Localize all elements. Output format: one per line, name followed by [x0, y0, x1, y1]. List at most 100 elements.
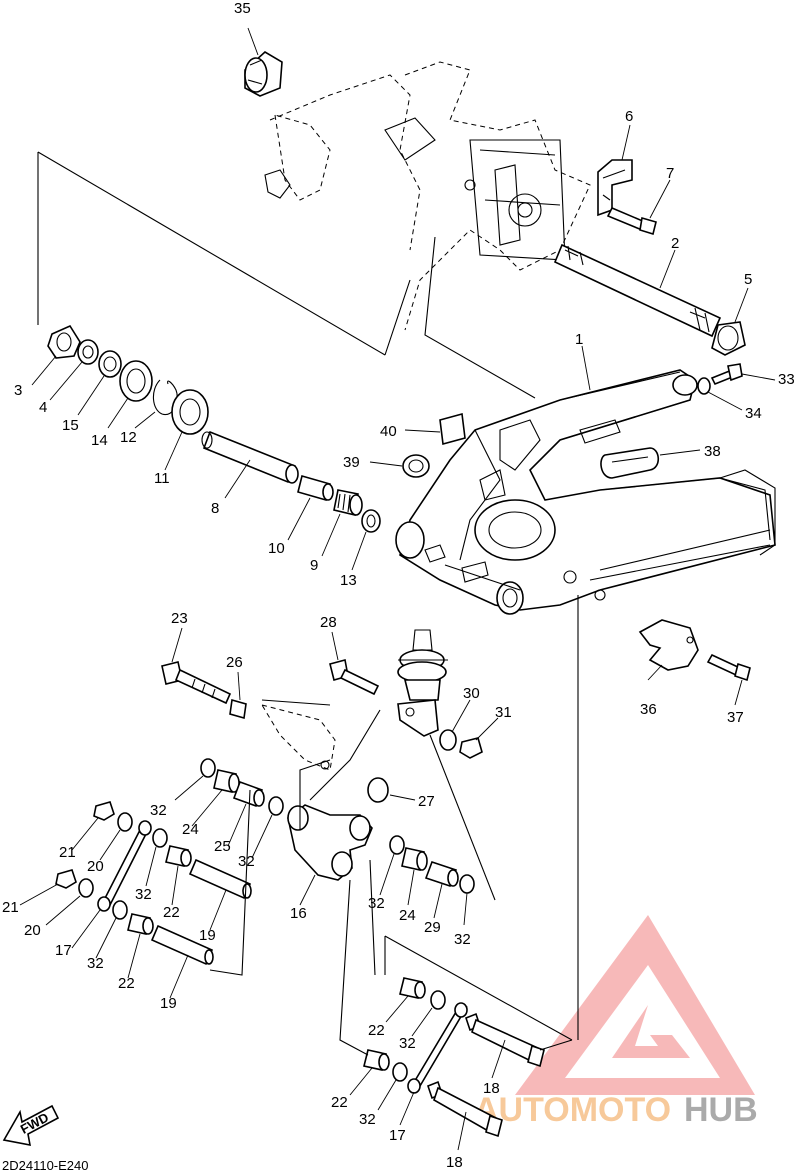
callout-19-a: 19: [199, 927, 216, 944]
callout-29: 29: [424, 919, 441, 936]
callout-8: 8: [211, 500, 219, 517]
callout-32-h: 32: [359, 1111, 376, 1128]
part-34-washer: [697, 377, 743, 411]
part-32-collar-h: [377, 1062, 408, 1111]
part-11-bearing: [164, 389, 209, 471]
assembly-lines: [37, 151, 579, 1056]
callout-32-c: 32: [135, 886, 152, 903]
part-5-nut: [711, 287, 749, 356]
part-39-seal: [369, 454, 430, 478]
callout-4: 4: [39, 399, 47, 416]
callout-23: 23: [171, 610, 188, 627]
part-35-cap: [244, 27, 283, 97]
part-32-collar-c: [145, 828, 168, 887]
part-22-bearing-d: [349, 1049, 390, 1096]
part-19-collar-a: [188, 858, 252, 931]
part-17-connecting-rod-b: [399, 1002, 468, 1126]
part-18-bolt-a: [465, 1012, 545, 1079]
callout-16: 16: [290, 905, 307, 922]
part-32-collar-g: [411, 990, 446, 1037]
callout-37: 37: [727, 709, 744, 726]
part-32-collar-e: [459, 874, 475, 926]
part-32-collar-b: [251, 796, 284, 859]
part-36-chain-guard: [638, 619, 699, 681]
callout-13: 13: [340, 572, 357, 589]
callout-11: 11: [154, 470, 170, 487]
part-31-nut: [459, 717, 499, 759]
part-37-bolt: [706, 653, 751, 706]
part-32-collar-d: [379, 835, 405, 896]
part-3-nut: [31, 324, 81, 386]
callout-22-d: 22: [331, 1094, 348, 1111]
watermark-triangle: [515, 915, 755, 1095]
callout-20-b: 20: [24, 922, 41, 939]
frame-bracket-dashed: [260, 704, 336, 771]
callout-18-a: 18: [483, 1080, 500, 1097]
callout-34: 34: [745, 405, 762, 422]
callout-17-b: 17: [389, 1127, 406, 1144]
part-16-relay-arm: [287, 804, 373, 906]
part-38-grommet: [600, 447, 701, 479]
part-22-bearing-c: [385, 977, 426, 1023]
callout-27: 27: [418, 793, 435, 810]
part-18-bolt-b: [427, 1080, 503, 1151]
part-15-collar: [77, 350, 122, 416]
callout-32-b: 32: [238, 853, 255, 870]
part-20-washer-b: [45, 878, 94, 926]
part-24-bearing-b: [401, 847, 428, 906]
callout-17-a: 17: [55, 942, 72, 959]
part-23-bolt: [161, 627, 232, 705]
callout-6: 6: [625, 108, 633, 125]
callout-2: 2: [671, 235, 679, 252]
callout-40: 40: [380, 423, 397, 440]
diagram-code: 2D24110-E240: [2, 1158, 89, 1173]
part-22-bearing-b: [127, 913, 154, 979]
callout-26: 26: [226, 654, 243, 671]
callout-18-b: 18: [446, 1154, 463, 1171]
part-25-collar: [227, 780, 265, 847]
callout-21-b: 21: [2, 899, 19, 916]
callout-7: 7: [666, 165, 674, 182]
part-4-washer: [49, 339, 99, 401]
frame-section: [264, 61, 591, 331]
part-13-collar: [351, 509, 381, 571]
callout-22-b: 22: [118, 975, 135, 992]
callout-1: 1: [575, 331, 583, 348]
callout-5: 5: [744, 271, 752, 288]
callout-36: 36: [640, 701, 657, 718]
callout-20-a: 20: [87, 858, 104, 875]
callout-32-g: 32: [399, 1035, 416, 1052]
callout-22-a: 22: [163, 904, 180, 921]
part-30-washer: [439, 699, 471, 751]
part-10-collar: [287, 475, 334, 541]
callout-22-c: 22: [368, 1022, 385, 1039]
callout-3: 3: [14, 382, 22, 399]
callout-10: 10: [268, 540, 285, 557]
part-1-swingarm: [395, 345, 776, 615]
callout-32-d: 32: [368, 895, 385, 912]
watermark-brand-left: AUTOMOTO: [474, 1091, 671, 1129]
part-6-bracket: [597, 124, 633, 217]
callout-32-a: 32: [150, 802, 167, 819]
callout-32-e: 32: [454, 931, 471, 948]
part-2-pivot-shaft: [553, 243, 722, 338]
part-24-bearing-a: [191, 769, 240, 827]
part-19-collar-b: [150, 924, 214, 999]
watermark-logo: AUTOMOTO HUB: [474, 915, 758, 1129]
shock-absorber-mount: [397, 629, 448, 737]
part-27-collar: [367, 777, 416, 803]
part-26-collar: [229, 671, 247, 720]
part-9-bearing: [321, 489, 363, 557]
callout-24-b: 24: [399, 907, 416, 924]
part-8-collar: [201, 430, 299, 499]
part-33-bolt: [710, 363, 776, 386]
callout-12: 12: [120, 429, 137, 446]
part-21-nut-a: [71, 801, 115, 851]
callout-25: 25: [214, 838, 231, 855]
part-21-nut-b: [19, 869, 77, 906]
callout-38: 38: [704, 443, 721, 460]
callout-14: 14: [91, 432, 108, 449]
part-29-collar: [424, 860, 459, 919]
